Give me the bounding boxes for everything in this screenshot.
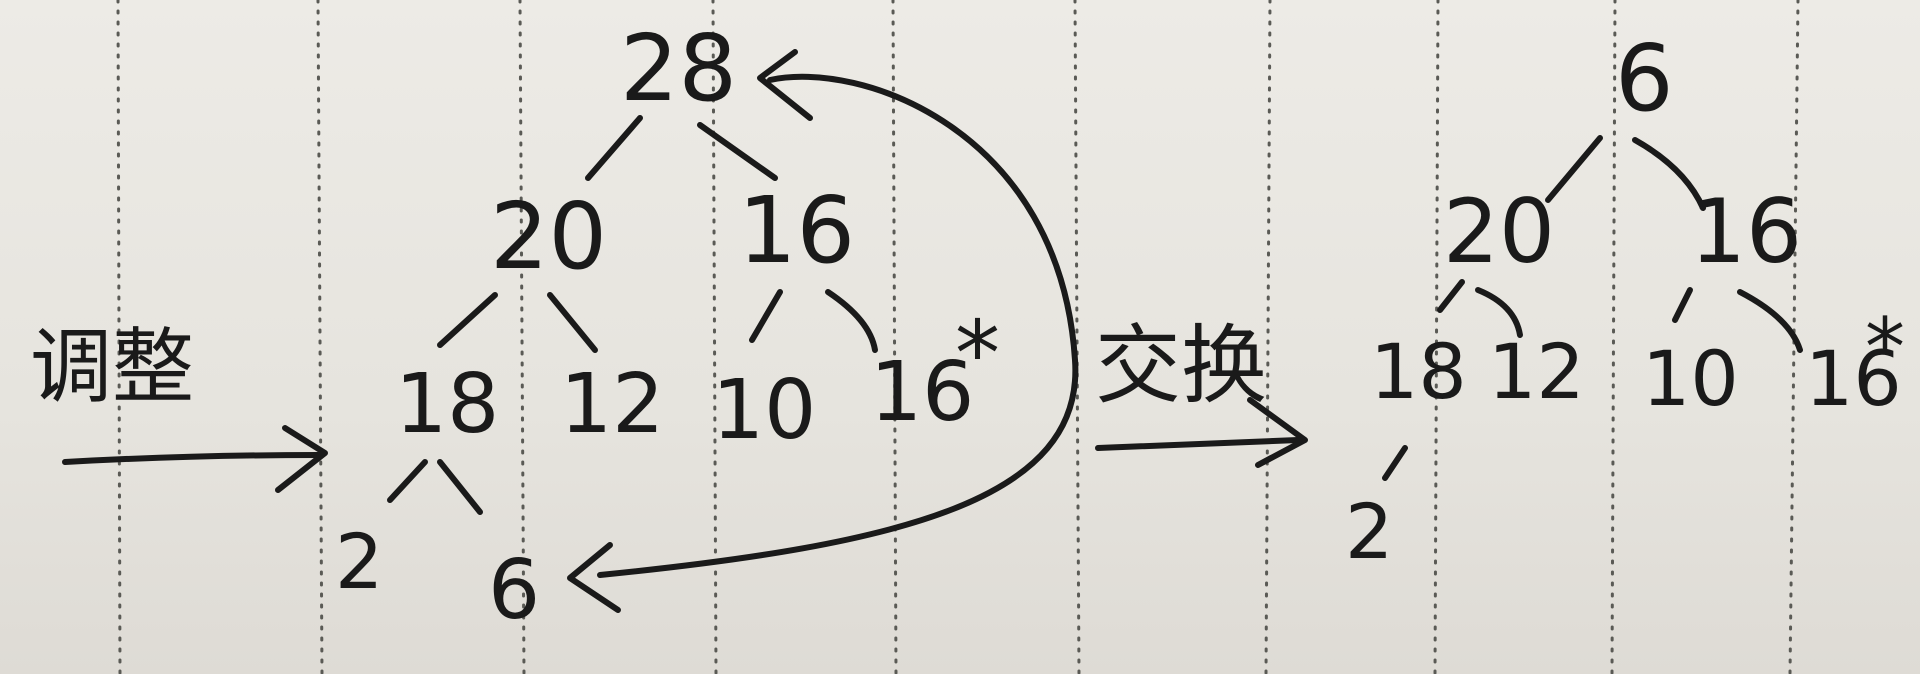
left-node-2: 2 [335, 517, 383, 606]
left-heap-edges [387, 115, 878, 515]
left-node-18: 18 [395, 357, 499, 452]
right-node-16: 16 [1690, 180, 1802, 283]
adjust-arrow [62, 425, 328, 493]
right-heap-edges [1382, 135, 1803, 481]
swap-label: 交换 [1095, 316, 1267, 416]
left-node-20: 20 [490, 183, 607, 290]
left-node-10: 10 [712, 363, 816, 458]
right-node-18: 18 [1370, 327, 1467, 416]
left-node-16: 16 [738, 177, 855, 284]
left-node-6: 6 [488, 543, 540, 638]
right-node-12: 12 [1488, 327, 1585, 416]
swap-arrow [1095, 397, 1308, 468]
right-node-2: 2 [1345, 487, 1393, 576]
root-marker-arrow [757, 49, 813, 121]
left-node-16-star: 16 [870, 345, 974, 440]
left-node-root: 28 [620, 15, 737, 122]
right-star-mark: * [1865, 301, 1905, 394]
right-node-10: 10 [1642, 334, 1739, 423]
left-star-mark: * [955, 302, 1000, 407]
left-node-12: 12 [560, 357, 664, 452]
right-node-20: 20 [1443, 180, 1555, 283]
exchange-curve [567, 73, 1079, 613]
right-node-16-star: 16 [1805, 334, 1902, 423]
adjust-label: 调整 [30, 320, 194, 415]
right-node-root: 6 [1615, 25, 1674, 132]
